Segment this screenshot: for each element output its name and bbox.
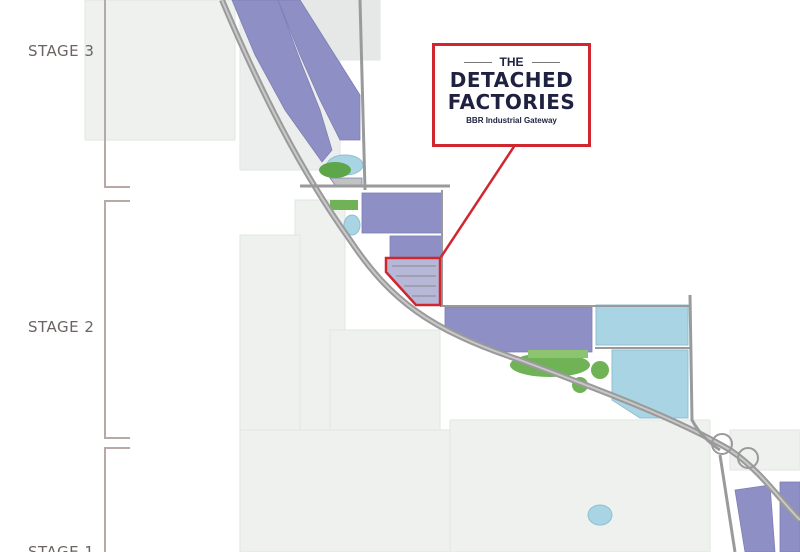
stage-2-bracket <box>104 200 130 439</box>
roads <box>219 0 800 552</box>
callout-title-line1: DETACHED <box>449 68 574 92</box>
divider <box>463 61 492 63</box>
callout-subtitle: BBR Industrial Gateway <box>466 116 557 125</box>
callout-title-line2: FACTORIES <box>447 90 576 114</box>
detached-factories-callout: THE DETACHED FACTORIES BBR Industrial Ga… <box>432 43 591 147</box>
site-parking-rows <box>392 265 436 297</box>
green-areas <box>319 162 609 393</box>
stage-3-label: STAGE 3 <box>28 42 95 60</box>
stage-3-bracket <box>104 0 130 188</box>
divider <box>531 61 560 63</box>
callout-kicker-row: THE <box>435 55 588 69</box>
stage-1-label: STAGE 1 <box>28 543 95 552</box>
detached-factories-site-outline[interactable] <box>384 256 442 307</box>
stage-1-bracket <box>104 447 130 552</box>
industrial-parcels <box>231 0 800 552</box>
callout-kicker: THE <box>499 55 524 69</box>
stage-2-label: STAGE 2 <box>28 318 95 336</box>
callout-leader-line <box>439 144 517 258</box>
